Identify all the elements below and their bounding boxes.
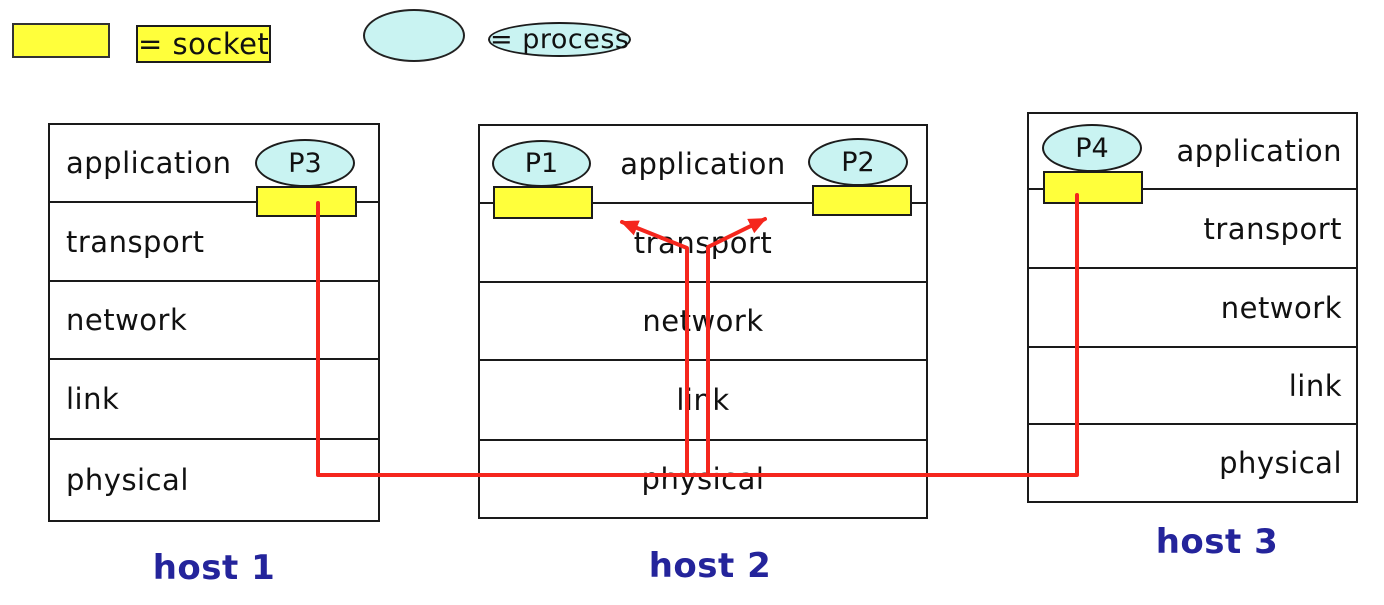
host1-layer-row-transport: transport bbox=[50, 201, 378, 280]
host3-layer-row-network: network bbox=[1029, 267, 1356, 346]
socket-under-p3 bbox=[256, 186, 357, 217]
layer-label: application bbox=[620, 147, 786, 181]
socket-under-p1 bbox=[493, 186, 593, 219]
process-legend-swatch bbox=[363, 9, 465, 62]
host1-layer-row-application: application bbox=[50, 125, 378, 201]
host2-layer-row-link: link bbox=[480, 359, 926, 439]
host-1-label: host 1 bbox=[152, 548, 276, 588]
layer-label: application bbox=[66, 146, 232, 180]
process-p3: P3 bbox=[255, 139, 355, 187]
host1-layer-row-network: network bbox=[50, 280, 378, 358]
host1-layer-row-physical: physical bbox=[50, 438, 378, 520]
layer-label: link bbox=[66, 382, 120, 416]
host2-layer-row-physical: physical bbox=[480, 439, 926, 517]
layer-label: physical bbox=[641, 462, 765, 496]
host3-layer-row-application: application bbox=[1029, 114, 1356, 188]
socket-under-p2 bbox=[812, 185, 912, 216]
layer-label: transport bbox=[66, 224, 205, 259]
layer-label: physical bbox=[1219, 446, 1342, 480]
host2-layer-row-application: application bbox=[480, 126, 926, 202]
layer-label: physical bbox=[66, 463, 189, 497]
host3-layer-row-link: link bbox=[1029, 346, 1356, 423]
layer-label: transport bbox=[633, 225, 773, 260]
layer-label: network bbox=[66, 303, 188, 337]
host-1-stack: application transport network link physi… bbox=[48, 123, 380, 522]
host-2-label: host 2 bbox=[648, 546, 772, 586]
socket-legend-swatch bbox=[12, 23, 110, 58]
layer-label: network bbox=[1220, 290, 1342, 325]
layer-label: link bbox=[676, 383, 730, 417]
host2-layer-row-network: network bbox=[480, 281, 926, 359]
socket-legend-label: = socket bbox=[136, 25, 272, 63]
socket-under-p4 bbox=[1043, 171, 1143, 204]
host3-layer-row-transport: transport bbox=[1029, 188, 1356, 267]
layer-label: application bbox=[1176, 134, 1342, 168]
host1-layer-row-link: link bbox=[50, 358, 378, 438]
layer-label: network bbox=[642, 304, 764, 338]
host3-layer-row-physical: physical bbox=[1029, 423, 1356, 501]
process-legend-label: = process bbox=[488, 22, 632, 57]
process-p4: P4 bbox=[1042, 124, 1142, 172]
process-p2: P2 bbox=[808, 138, 908, 186]
process-p1: P1 bbox=[492, 140, 591, 187]
layer-label: link bbox=[1288, 368, 1342, 403]
layer-label: transport bbox=[1203, 211, 1342, 246]
host-3-label: host 3 bbox=[1155, 522, 1279, 562]
